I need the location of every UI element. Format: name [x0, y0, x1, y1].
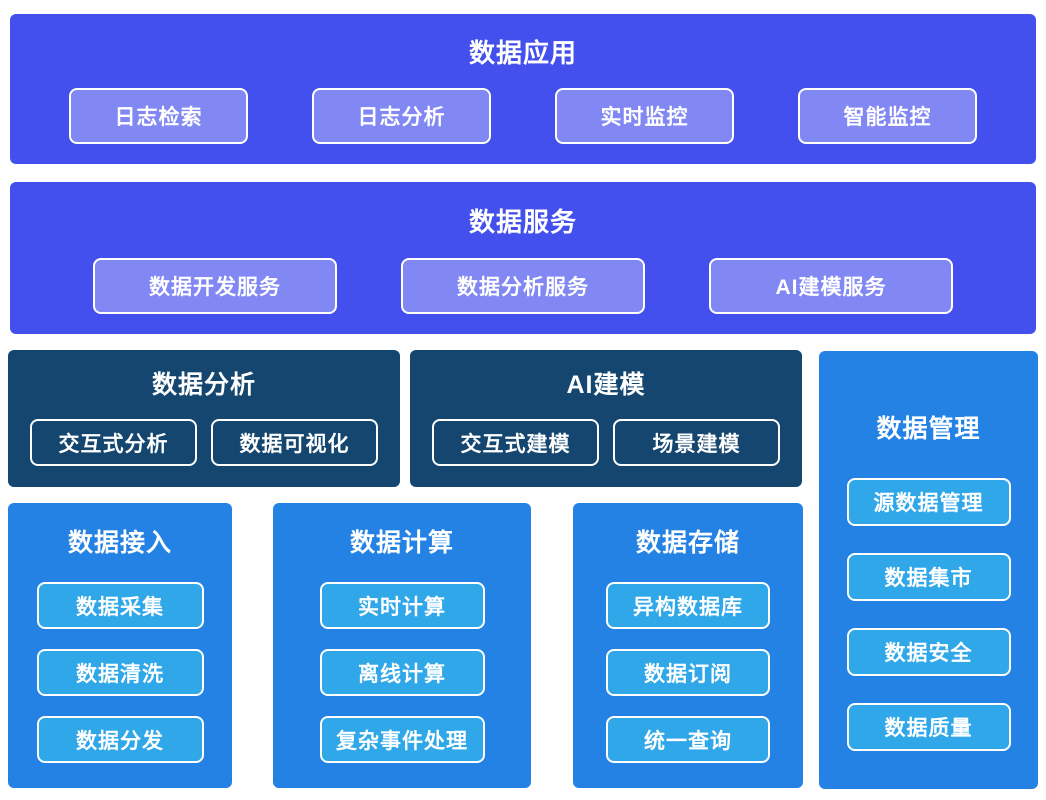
data-storage-items: 异构数据库 数据订阅 统一查询	[573, 582, 803, 763]
data-service-title: 数据服务	[468, 207, 577, 237]
ai-modeling-title: AI建模	[566, 371, 646, 399]
item-interactive-modeling: 交互式建模	[432, 419, 599, 466]
data-computing-items: 实时计算 离线计算 复杂事件处理	[273, 582, 531, 763]
data-access-title: 数据接入	[67, 529, 172, 557]
data-application-panel: 数据应用 日志检索 日志分析 实时监控 智能监控	[10, 14, 1036, 164]
item-scenario-modeling: 场景建模	[613, 419, 780, 466]
item-log-analysis: 日志分析	[312, 88, 491, 144]
item-data-mart: 数据集市	[846, 553, 1011, 601]
item-source-data-management: 源数据管理	[846, 478, 1011, 526]
item-log-search: 日志检索	[69, 88, 248, 144]
item-realtime-computing: 实时计算	[319, 582, 485, 629]
ai-modeling-panel: AI建模 交互式建模 场景建模	[410, 350, 802, 487]
data-management-panel: 数据管理 源数据管理 数据集市 数据安全 数据质量	[819, 351, 1038, 789]
data-storage-panel: 数据存储 异构数据库 数据订阅 统一查询	[573, 503, 803, 788]
data-access-items: 数据采集 数据清洗 数据分发	[8, 582, 232, 763]
item-realtime-monitoring: 实时监控	[555, 88, 734, 144]
item-data-distribution: 数据分发	[36, 716, 204, 763]
data-access-panel: 数据接入 数据采集 数据清洗 数据分发	[8, 503, 232, 788]
item-complex-event-processing: 复杂事件处理	[319, 716, 485, 763]
data-service-items: 数据开发服务 数据分析服务 AI建模服务	[10, 258, 1036, 314]
data-service-panel: 数据服务 数据开发服务 数据分析服务 AI建模服务	[10, 182, 1036, 334]
data-management-items: 源数据管理 数据集市 数据安全 数据质量	[819, 478, 1038, 751]
data-computing-panel: 数据计算 实时计算 离线计算 复杂事件处理	[273, 503, 531, 788]
item-data-dev-service: 数据开发服务	[93, 258, 337, 314]
data-storage-title: 数据存储	[635, 529, 740, 557]
data-analysis-items: 交互式分析 数据可视化	[8, 419, 400, 466]
item-interactive-analysis: 交互式分析	[30, 419, 197, 466]
item-data-subscription: 数据订阅	[606, 649, 770, 696]
item-data-collection: 数据采集	[36, 582, 204, 629]
ai-modeling-items: 交互式建模 场景建模	[410, 419, 802, 466]
item-data-security: 数据安全	[846, 628, 1011, 676]
item-heterogeneous-database: 异构数据库	[606, 582, 770, 629]
item-data-visualization: 数据可视化	[211, 419, 378, 466]
data-analysis-title: 数据分析	[151, 371, 256, 399]
item-data-cleansing: 数据清洗	[36, 649, 204, 696]
item-offline-computing: 离线计算	[319, 649, 485, 696]
data-application-title: 数据应用	[468, 38, 577, 68]
item-data-analysis-service: 数据分析服务	[401, 258, 645, 314]
item-unified-query: 统一查询	[606, 716, 770, 763]
data-application-items: 日志检索 日志分析 实时监控 智能监控	[10, 88, 1036, 144]
item-intelligent-monitoring: 智能监控	[798, 88, 977, 144]
data-analysis-panel: 数据分析 交互式分析 数据可视化	[8, 350, 400, 487]
data-computing-title: 数据计算	[349, 529, 454, 557]
item-data-quality: 数据质量	[846, 703, 1011, 751]
item-ai-modeling-service: AI建模服务	[709, 258, 953, 314]
data-management-title: 数据管理	[876, 415, 981, 443]
